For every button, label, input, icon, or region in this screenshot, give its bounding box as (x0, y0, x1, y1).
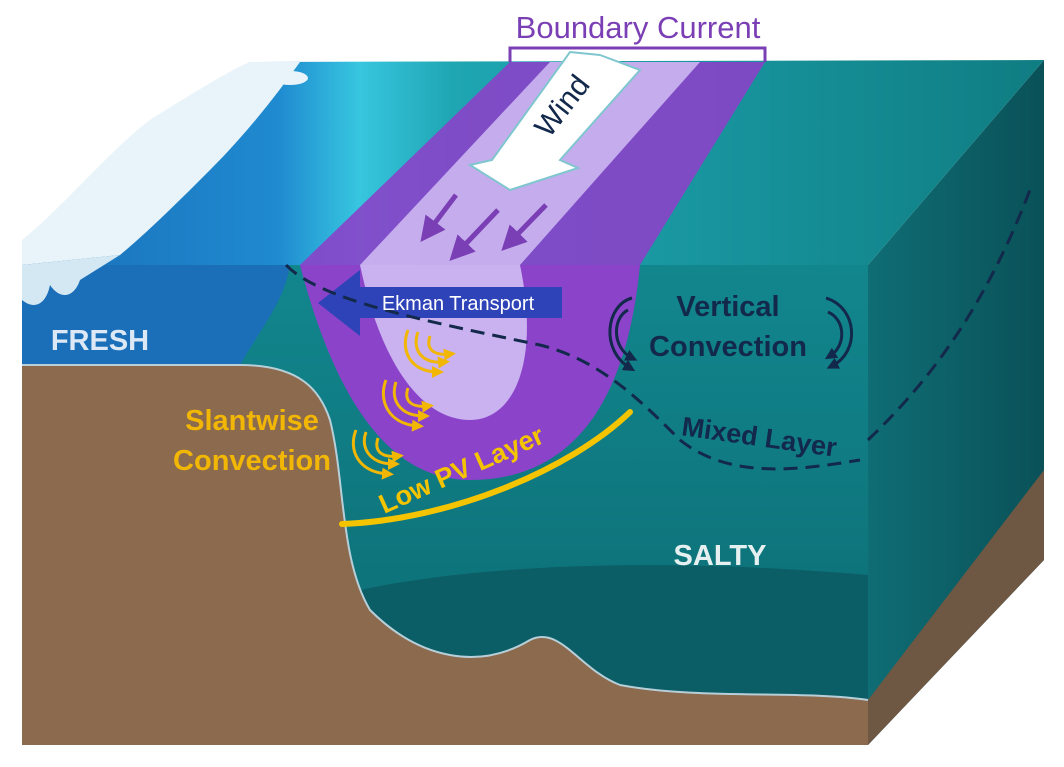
ice-floe-1 (272, 71, 308, 85)
slantwise-swirls (351, 329, 456, 480)
slantwise-label-2: Convection (173, 445, 331, 477)
ice-edge (22, 255, 120, 305)
sea-ice (22, 62, 300, 265)
slantwise-label-1: Slantwise (185, 405, 319, 437)
surface-arrow-2 (449, 208, 500, 262)
mixed-layer-line (284, 263, 861, 471)
surface-arrow-1 (420, 193, 458, 242)
surface-arrow-3 (501, 203, 548, 251)
wind-arrow (467, 50, 642, 192)
ekman-arrow (318, 270, 562, 336)
ice-floe-2 (171, 161, 193, 175)
vertical-convection-label-1: Vertical (676, 291, 779, 323)
vertical-convection-label-2: Convection (649, 331, 807, 363)
seabed-front (22, 365, 868, 745)
ice-floe-3 (159, 186, 177, 198)
boundary-current-bracket (508, 46, 767, 62)
low-pv-layer-line (339, 409, 633, 527)
salty-label: SALTY (674, 540, 767, 572)
ice-floe-4 (246, 90, 270, 102)
fresh-layer-front (22, 265, 290, 365)
ekman-transport-label: Ekman Transport (382, 293, 535, 315)
vertical-convection-swirls (608, 296, 854, 372)
seabed-outline (22, 364, 869, 701)
boundary-current-label: Boundary Current (516, 10, 761, 45)
mixed-layer-side-line (866, 189, 1032, 442)
side-seabed (868, 470, 1044, 745)
fresh-label: FRESH (51, 325, 149, 357)
